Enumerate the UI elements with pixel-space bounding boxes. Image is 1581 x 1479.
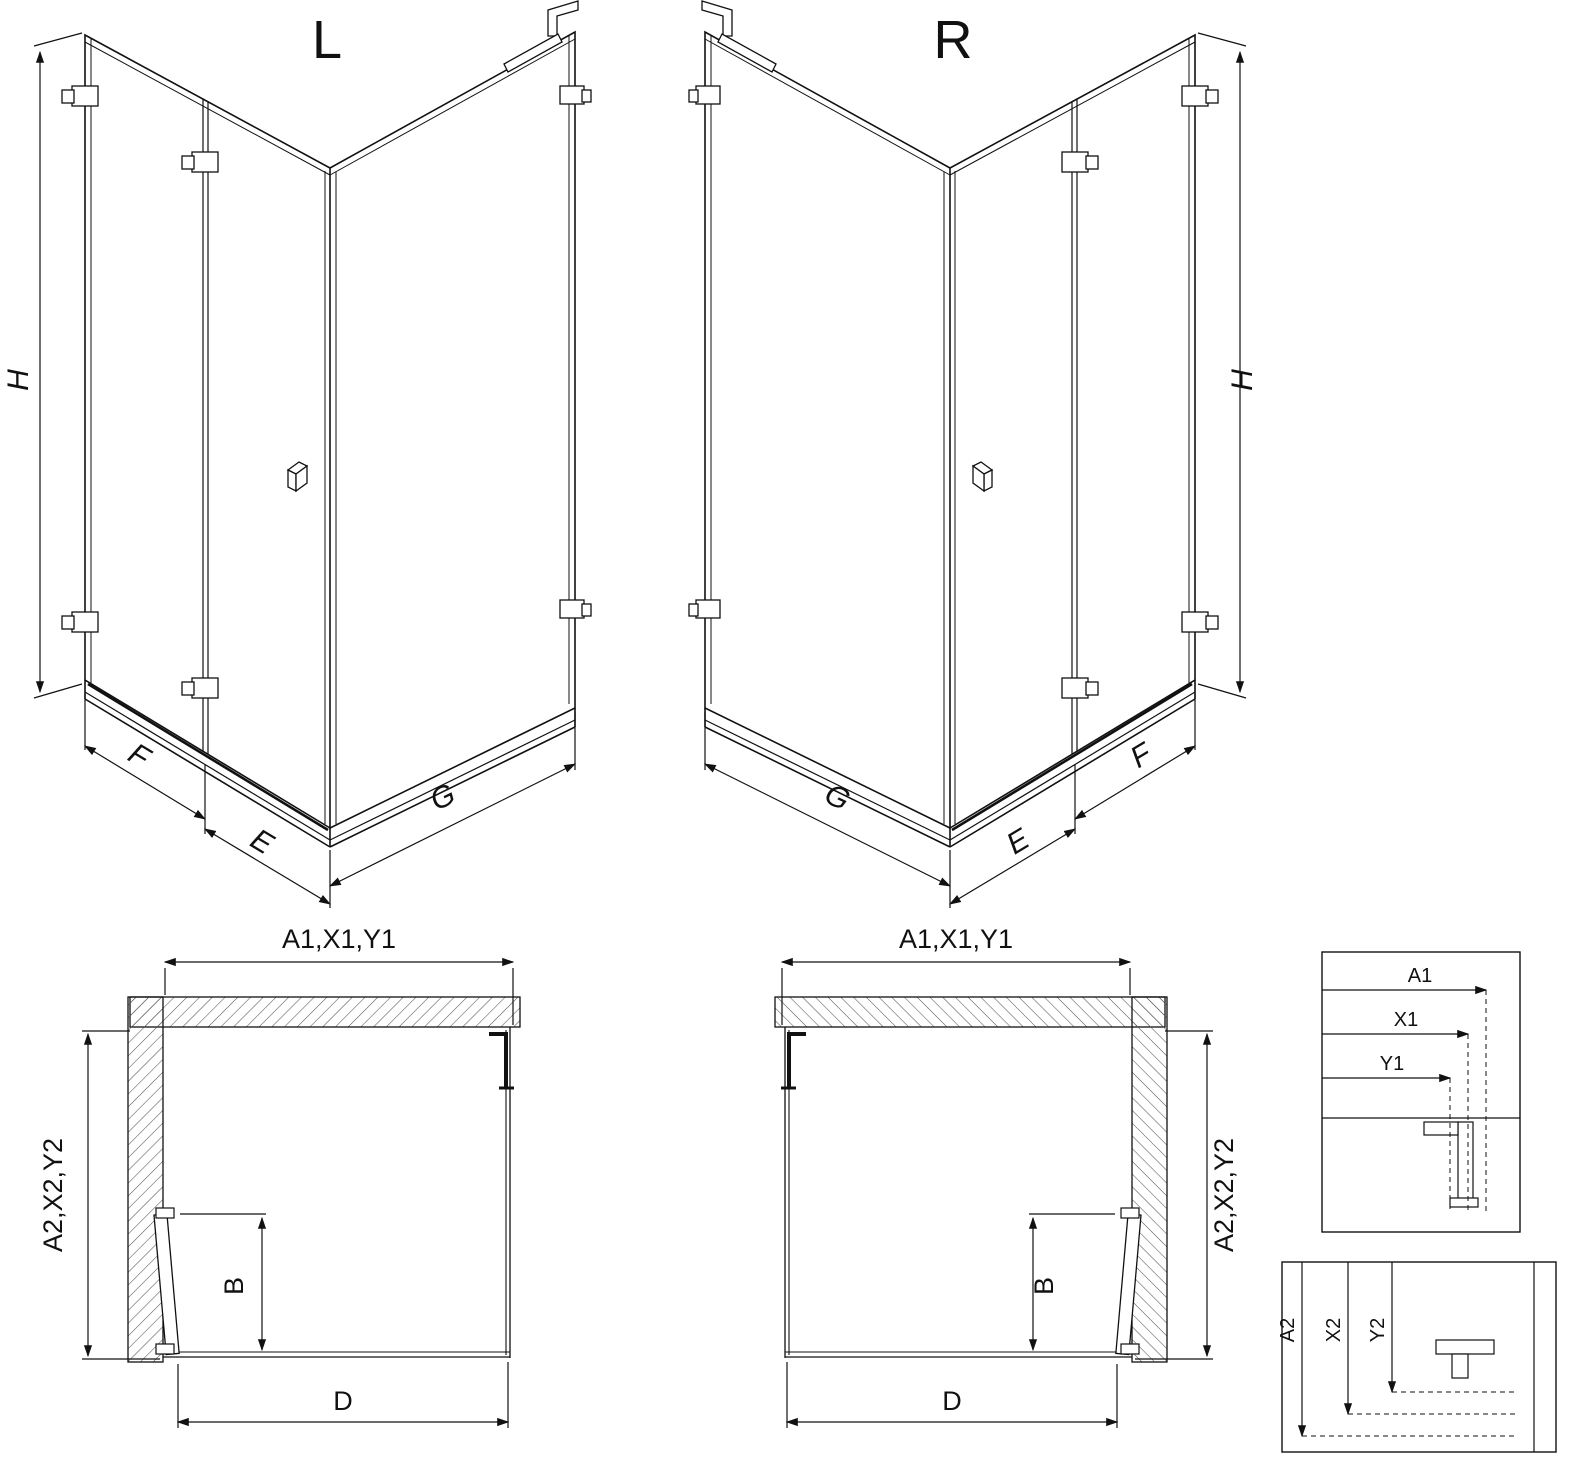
iso-left-front-dim-label: F <box>123 737 157 776</box>
wall-profile-section <box>1435 1339 1495 1379</box>
iso-view-right: R H G E F <box>689 1 1259 908</box>
plan-right-width-dim-label: A1,X1,Y1 <box>899 924 1013 954</box>
plan-view-left: A1,X1,Y1 A2,X2,Y2 B D <box>38 924 520 1428</box>
wall-profile-section <box>1423 1121 1479 1208</box>
detail-a2-label: A2 <box>1277 1318 1299 1342</box>
iso-right-front-dim-label: F <box>1125 736 1159 775</box>
iso-view-left: L H F E G <box>2 1 591 908</box>
iso-right-side-dim-label: G <box>819 778 854 818</box>
iso-left-title: L <box>312 10 342 70</box>
dashed-reference-lines <box>1302 1391 1516 1437</box>
plan-left-width-dim-label: A1,X1,Y1 <box>282 924 396 954</box>
detail-depth-box: A2 X2 Y2 <box>1277 1261 1557 1453</box>
plan-view-right: A1,X1,Y1 A2,X2,Y2 B D <box>775 924 1239 1428</box>
plan-right-door-width-dim-label: B <box>1029 1277 1059 1295</box>
measure-arrows <box>1297 1262 1397 1438</box>
plan-left-bottom-width-dim-label: D <box>333 1386 353 1416</box>
detail-x2-label: X2 <box>1323 1318 1345 1342</box>
iso-left-side-dim-label: G <box>425 778 460 818</box>
iso-right-title: R <box>934 10 973 70</box>
detail-width-box: A1 X1 Y1 <box>1321 951 1521 1233</box>
detail-y1-label: Y1 <box>1380 1053 1404 1075</box>
plan-right-depth-dim-label: A2,X2,Y2 <box>1209 1138 1239 1252</box>
detail-y2-label: Y2 <box>1367 1318 1389 1342</box>
detail-a1-label: A1 <box>1408 965 1432 987</box>
plan-left-depth-dim-label: A2,X2,Y2 <box>38 1138 68 1252</box>
iso-right-height-dim-label: H <box>1226 369 1259 391</box>
measure-arrows <box>1322 985 1488 1083</box>
plan-right-bottom-width-dim-label: D <box>942 1386 962 1416</box>
detail-x1-label: X1 <box>1394 1009 1418 1031</box>
dashed-reference-lines <box>1449 990 1487 1212</box>
iso-left-height-dim-label: H <box>2 369 35 391</box>
plan-left-door-width-dim-label: B <box>219 1277 249 1295</box>
